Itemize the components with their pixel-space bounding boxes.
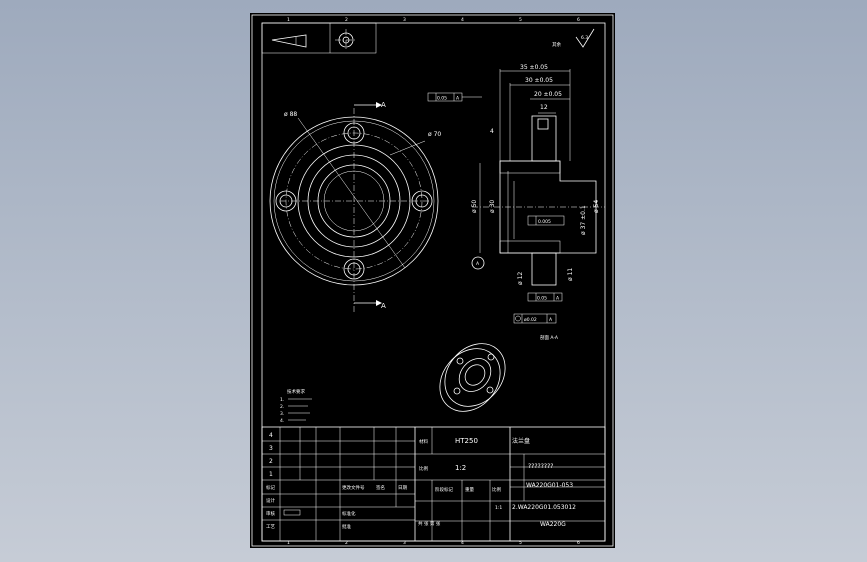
notes-line: 1. [280, 397, 284, 403]
dim-len-30: 30 ±0.05 [525, 77, 553, 84]
dim-len-12: 12 [540, 104, 548, 111]
tol-value-mid: 0.005 [538, 219, 551, 225]
notes-title: 技术要求 [287, 388, 305, 395]
zone-number: 6 [577, 540, 580, 546]
tolerance-frame-low [527, 292, 563, 302]
front-view: ø 88 ø 70 A A [269, 101, 441, 313]
section-label-bottom: A [381, 302, 386, 310]
svg-text:工艺: 工艺 [266, 524, 275, 530]
inner-border [261, 22, 606, 542]
stamp-box [283, 509, 301, 516]
zone-numbers-bottom: 1 2 3 4 5 6 [287, 540, 580, 546]
rev-row-number: 2 [269, 458, 273, 465]
sheet-scale: 1:1 [495, 505, 502, 511]
zone-number: 2 [345, 540, 348, 546]
technical-requirements: 技术要求 1. 2. 3. 4. [280, 388, 312, 424]
dim-bore-37: ø 37 ±0.1 [580, 205, 587, 235]
svg-text:比例: 比例 [419, 465, 428, 472]
tol-datum-low: A [556, 296, 560, 302]
zone-number: 4 [461, 17, 464, 23]
dim-hole-12: ø 12 [517, 272, 524, 285]
zone-number: 1 [287, 540, 290, 546]
svg-text:设计: 设计 [266, 497, 275, 504]
svg-text:阶段标记: 阶段标记 [435, 486, 453, 493]
outer-border [251, 14, 614, 547]
tol-value-low: 0.05 [537, 296, 547, 302]
svg-text:标准化: 标准化 [342, 510, 356, 517]
svg-text:材料: 材料 [419, 438, 428, 445]
zone-number: 3 [403, 17, 406, 23]
tol-value-top: 0.05 [437, 96, 447, 102]
zone-number: 2 [345, 17, 348, 23]
scale-value: 1:2 [455, 464, 466, 472]
datum-marker [471, 256, 485, 270]
part-name: 法兰盘 [512, 437, 530, 445]
notes-line: 4. [280, 418, 284, 424]
tol-value-bottom: ø0.02 [524, 317, 537, 323]
material-value: HT250 [455, 437, 478, 445]
code-value: ???????? [528, 463, 553, 470]
zone-number: 1 [287, 17, 290, 23]
dim-bore-30: ø 30 [489, 200, 496, 213]
surface-roughness-icon: 其余 6.3 [552, 28, 595, 48]
tol-datum-top: A [456, 96, 460, 102]
zone-number: 3 [403, 540, 406, 546]
svg-text:签名: 签名 [376, 484, 385, 491]
svg-text:重量: 重量 [465, 486, 474, 493]
file-number: 2.WA220G01.053012 [512, 504, 576, 511]
tolerance-frame-mid [527, 215, 565, 226]
rev-row-number: 1 [269, 471, 273, 478]
first-angle-projection-icon [261, 22, 377, 54]
dim-outer-54: ø 54 [593, 200, 600, 213]
svg-text:批准: 批准 [342, 523, 351, 530]
dim-len-20: 20 ±0.05 [534, 91, 562, 98]
dim-hole-11: ø 11 [567, 268, 574, 281]
zone-number: 4 [461, 540, 464, 546]
zone-number: 5 [519, 540, 522, 546]
notes-line: 3. [280, 411, 284, 417]
roughness-value: 6.3 [581, 35, 588, 41]
tolerance-frame-bottom [513, 313, 557, 324]
drawing-sheet: 1 2 3 4 5 6 1 2 3 4 5 6 其余 6.3 [250, 13, 615, 548]
tol-datum-bottom: A [549, 317, 553, 323]
svg-text:其余: 其余 [552, 41, 561, 48]
isometric-view [439, 343, 506, 412]
svg-text:标记: 标记 [266, 484, 275, 491]
dim-bore-50: ø 50 [471, 200, 478, 213]
section-view: ø 50 ø 30 ø 37 ±0.1 ø 54 ø 12 ø 11 4 35 … [427, 64, 605, 341]
datum-marker-label: A [476, 261, 480, 267]
zone-numbers-top: 1 2 3 4 5 6 [287, 17, 580, 23]
svg-text:更改文件号: 更改文件号 [342, 484, 365, 491]
notes-line: 2. [280, 404, 284, 410]
rev-row-number: 4 [269, 432, 273, 439]
dim-chamfer: 4 [490, 128, 494, 135]
svg-text:日期: 日期 [398, 485, 407, 491]
engineering-drawing: 1 2 3 4 5 6 1 2 3 4 5 6 其余 6.3 [251, 14, 614, 547]
svg-text:比例: 比例 [492, 486, 501, 493]
title-block: 4 3 2 1 材料 HT250 法兰盘 比例 1:2 ???????? WA2… [261, 426, 606, 542]
drawing-number: WA220G01-053 [526, 482, 573, 489]
dim-flange-dia: ø 70 [428, 131, 441, 138]
section-label-top: A [381, 101, 386, 109]
project-code: WA220G [540, 521, 566, 528]
svg-text:审核: 审核 [266, 510, 275, 517]
dim-bolt-circle: ø 88 [284, 111, 297, 118]
rev-row-number: 3 [269, 445, 273, 452]
svg-text:剖面 A-A: 剖面 A-A [540, 334, 559, 341]
zone-number: 5 [519, 17, 522, 23]
svg-text:共 张 第 张: 共 张 第 张 [418, 520, 441, 527]
dim-len-35: 35 ±0.05 [520, 64, 548, 71]
zone-number: 6 [577, 17, 580, 23]
